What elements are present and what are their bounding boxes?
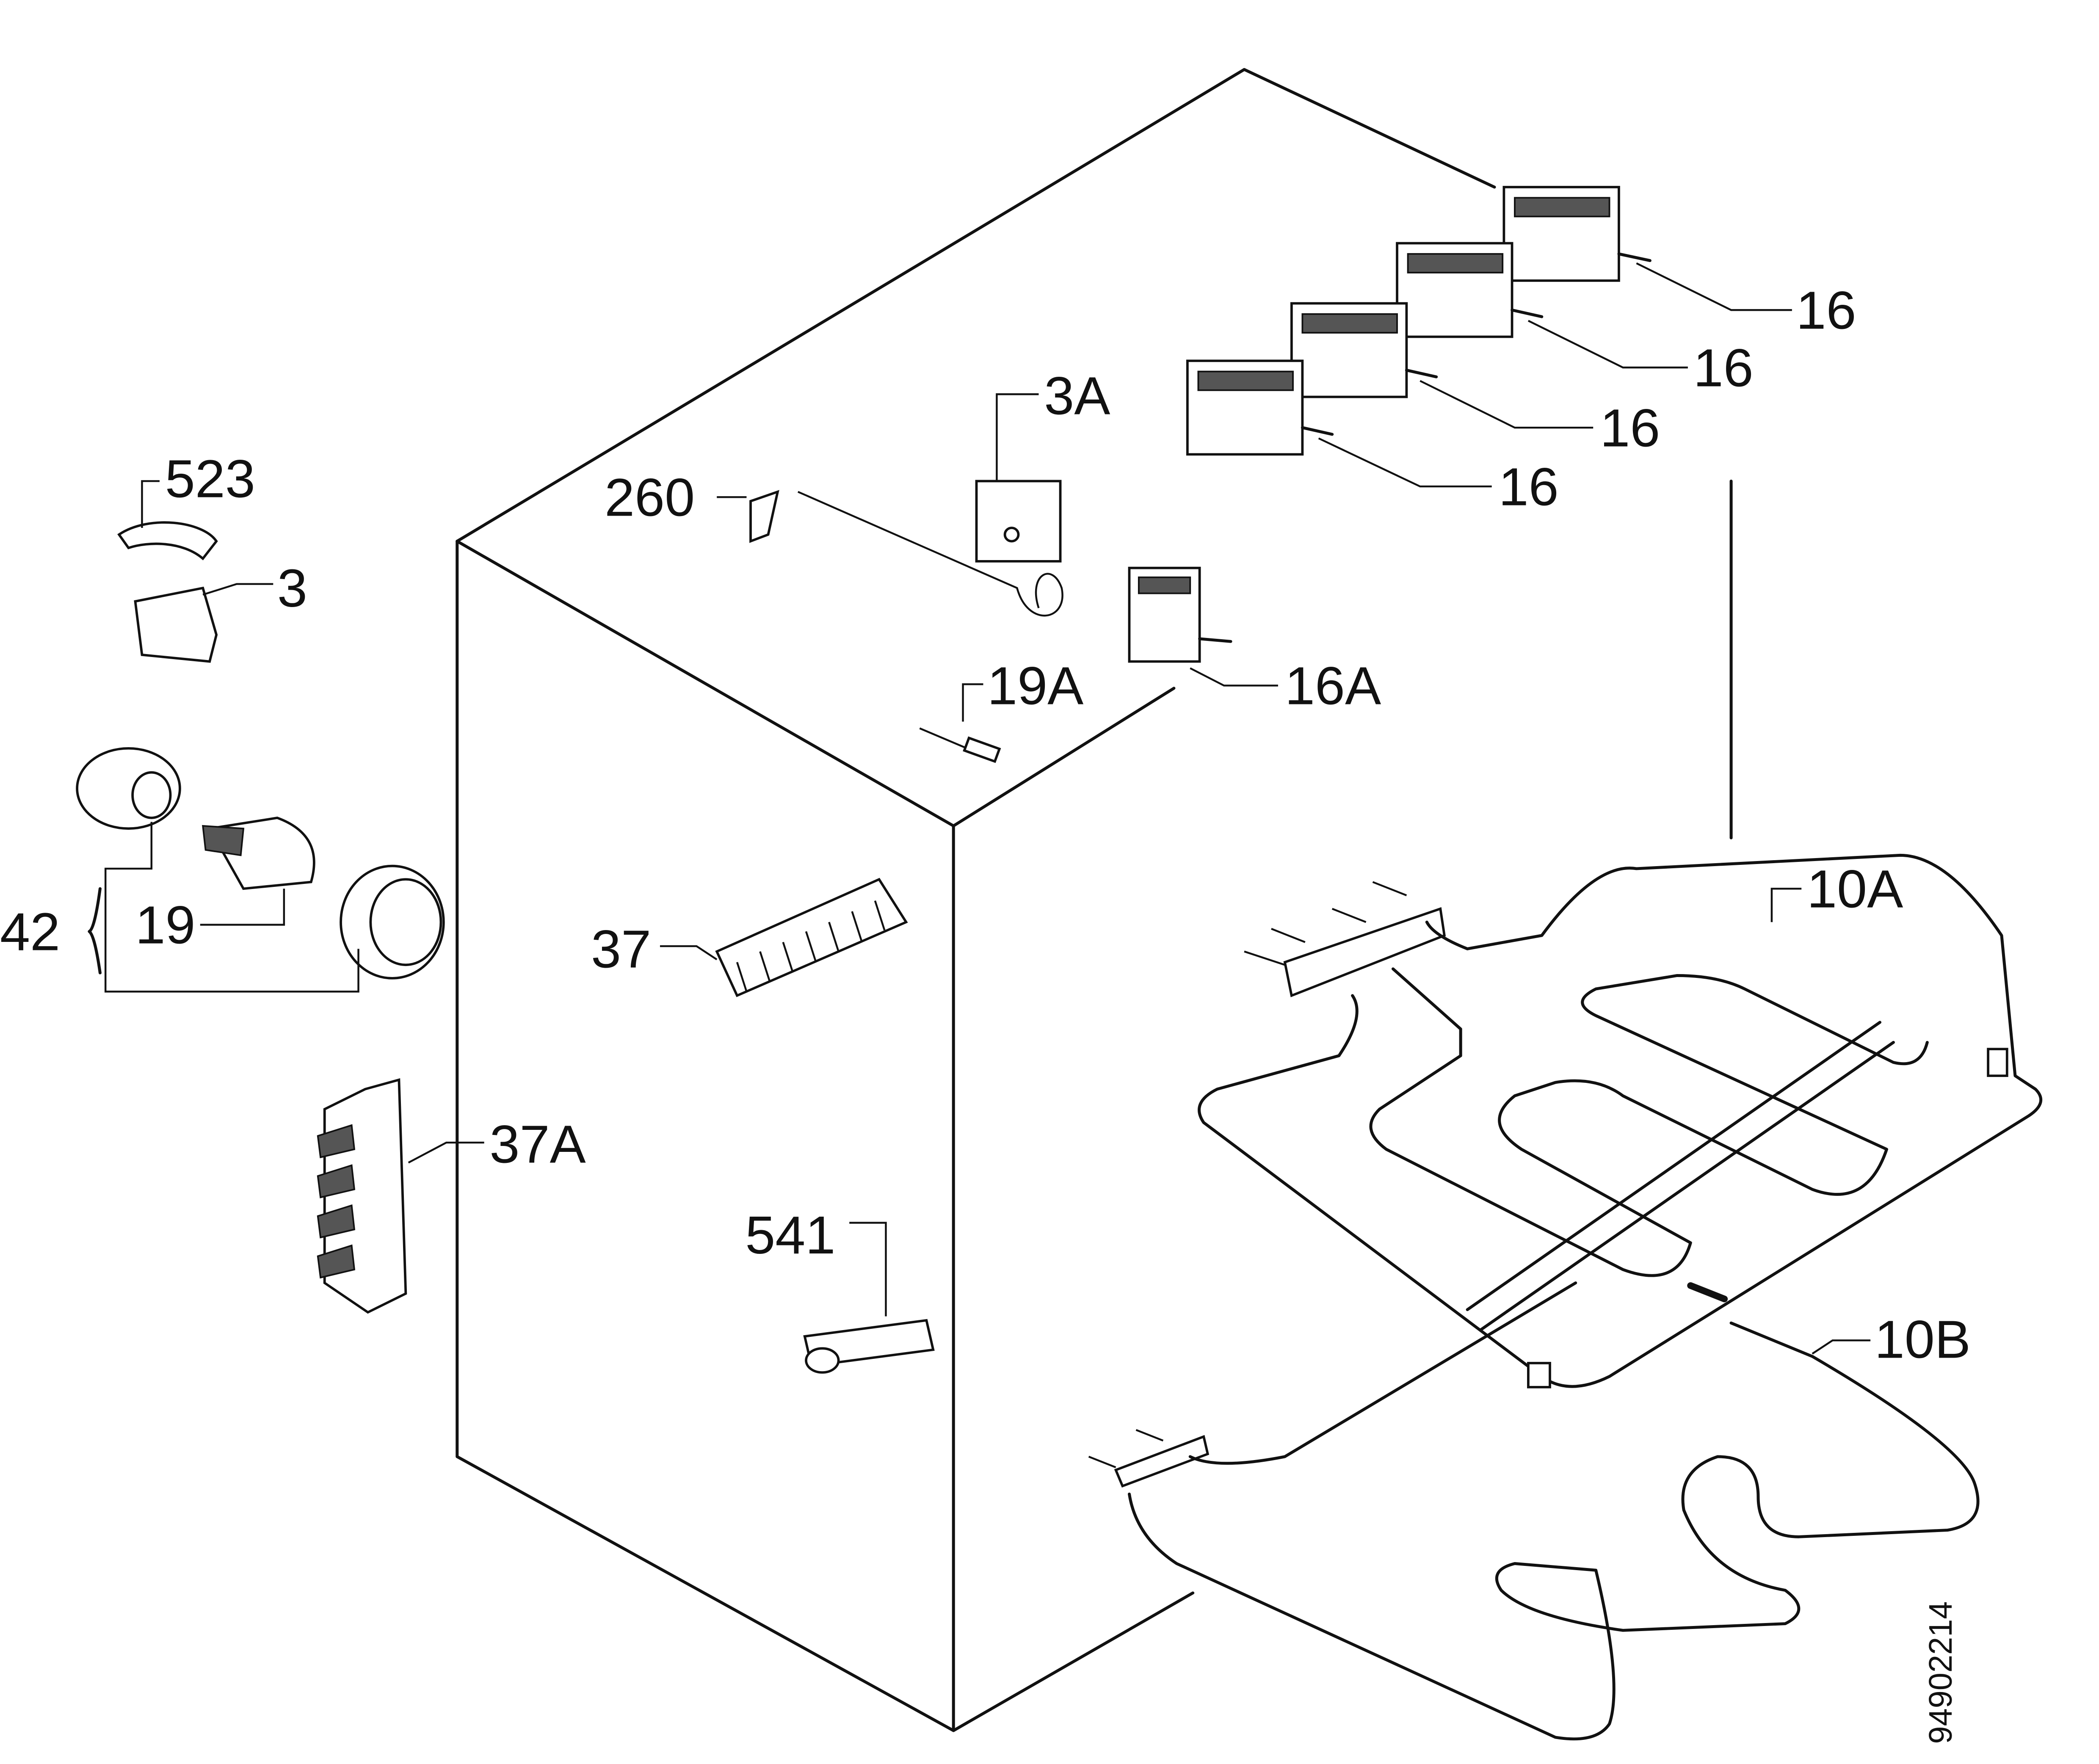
label-10A: 10A bbox=[1807, 859, 1903, 919]
label-260: 260 bbox=[605, 467, 695, 527]
drawing-code: 94902214 bbox=[1922, 1601, 1959, 1744]
label-37: 37 bbox=[591, 919, 651, 979]
label-10B: 10B bbox=[1875, 1309, 1971, 1369]
clip-523 bbox=[117, 480, 218, 560]
selector-switch bbox=[1502, 186, 1792, 311]
selector-switch-16-group bbox=[1186, 186, 1792, 488]
oven-lamp-42 bbox=[76, 747, 445, 993]
selector-switch bbox=[1290, 302, 1594, 429]
label-16: 16 bbox=[1499, 457, 1559, 516]
label-3A: 3A bbox=[1044, 366, 1110, 425]
door-switch-541 bbox=[803, 1222, 935, 1374]
label-16: 16 bbox=[1600, 398, 1660, 458]
thermal-cutout-3 bbox=[134, 583, 273, 663]
switch-16A bbox=[1128, 566, 1278, 687]
terminal-block-37 bbox=[660, 878, 908, 997]
label-523: 523 bbox=[165, 449, 255, 508]
selector-switch bbox=[1396, 242, 1688, 369]
oven-cabinet-outline bbox=[456, 68, 1733, 1732]
label-42: 42 bbox=[0, 902, 60, 961]
label-541: 541 bbox=[745, 1205, 835, 1265]
label-37A: 37A bbox=[489, 1114, 586, 1174]
lamp-wire-19A bbox=[919, 683, 1001, 763]
grill-element-10A bbox=[1198, 853, 2043, 1389]
label-3: 3 bbox=[277, 558, 307, 618]
label-16A: 16A bbox=[1285, 656, 1381, 715]
bottom-element-10B bbox=[1088, 1281, 1980, 1741]
terminal-block-37A bbox=[317, 1078, 484, 1314]
part-labels: 16 16 16 16 3A 260 523 3 19A 16A 42 19 3… bbox=[0, 280, 1971, 1744]
selector-switch bbox=[1186, 359, 1492, 488]
label-19A: 19A bbox=[987, 656, 1084, 715]
label-19: 19 bbox=[135, 895, 195, 955]
thermostat-3A bbox=[797, 393, 1063, 617]
label-16: 16 bbox=[1796, 280, 1856, 340]
label-16: 16 bbox=[1693, 338, 1754, 398]
thermostat-probe-260 bbox=[717, 490, 779, 543]
